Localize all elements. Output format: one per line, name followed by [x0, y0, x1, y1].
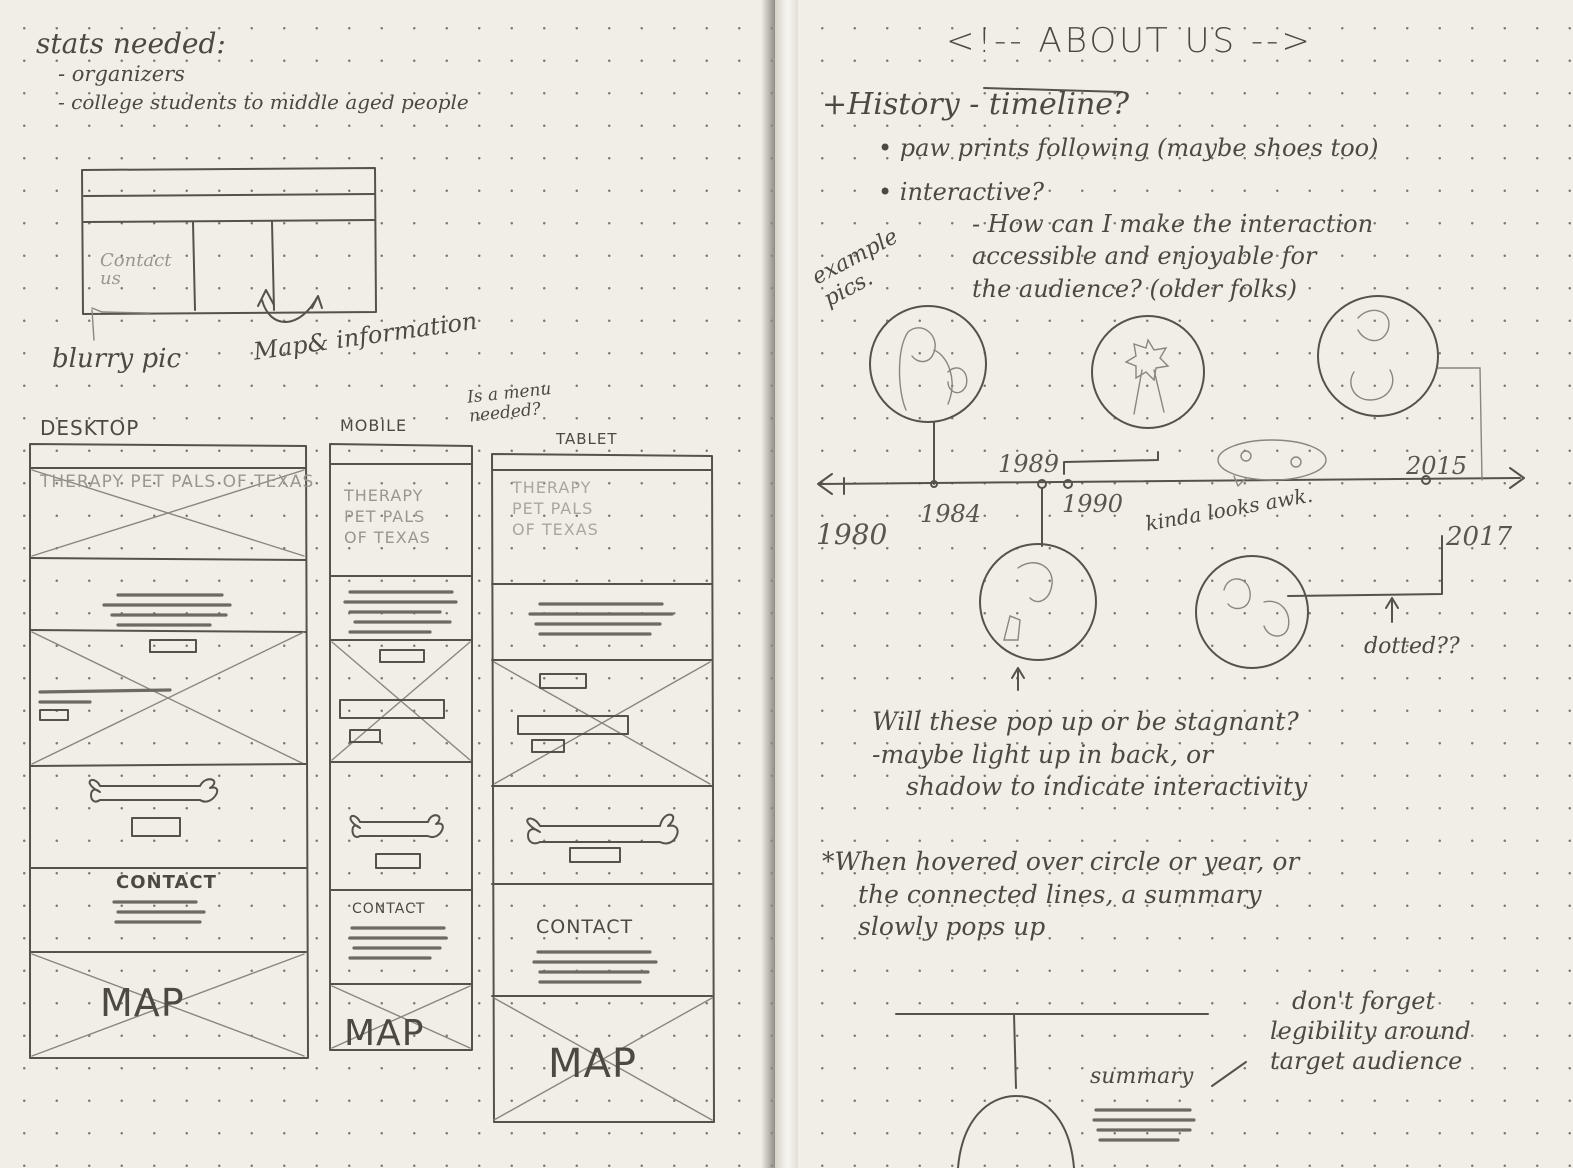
notebook-gutter — [775, 0, 798, 1168]
legibility-line-2: legibility around — [1270, 1017, 1471, 1045]
tablet-contact-label: CONTACT — [536, 916, 634, 938]
year-2015: 2015 — [1406, 452, 1468, 480]
interaction-question: - How can I make the interaction accessi… — [972, 208, 1373, 305]
year-1989: 1989 — [998, 450, 1060, 478]
mobile-map-label: MAP — [344, 1013, 425, 1054]
question-line-2: accessible and enjoyable for — [972, 242, 1317, 271]
dotted-note: dotted?? — [1364, 634, 1460, 659]
summary-label: summary — [1090, 1064, 1194, 1089]
question-line-1: - How can I make the interaction — [972, 210, 1374, 238]
stats-title: stats needed: — [36, 27, 226, 60]
bullet-paw-prints: • paw prints following (maybe shoes too) — [878, 134, 1379, 162]
device-wireframes-sketch — [29, 443, 715, 1123]
tablet-site-title: THERAPY PET PALS OF TEXAS — [512, 478, 599, 540]
popup-question: Will these pop up or be stagnant? -maybe… — [872, 706, 1307, 804]
tablet-label: TABLET — [556, 430, 618, 448]
legibility-line-1: don't forget — [1292, 987, 1436, 1015]
year-1980: 1980 — [816, 518, 888, 551]
tablet-map-label: MAP — [548, 1041, 637, 1087]
desktop-contact-label: CONTACT — [116, 872, 217, 893]
contact-wireframe-sketch — [81, 167, 377, 341]
mobile-label: MOBILE — [340, 416, 408, 435]
tablet-title-line-2: PET PALS — [512, 498, 594, 518]
legibility-note: don't forget legibility around target au… — [1270, 986, 1471, 1076]
popup-line-3: shadow to indicate interactivity — [906, 772, 1308, 801]
blurry-pic-label: blurry pic — [52, 344, 182, 374]
desktop-map-label: MAP — [100, 981, 185, 1025]
desktop-site-title: THERAPY PET PALS OF TEXAS — [40, 472, 315, 492]
stats-item-audience: - college students to middle aged people — [58, 90, 469, 114]
timeline-sketch — [817, 87, 1525, 1168]
year-2017: 2017 — [1446, 522, 1513, 552]
mobile-title-line-2: PET PALS — [344, 506, 426, 526]
popup-line-1: Will these pop up or be stagnant? — [872, 707, 1299, 736]
hover-line-3: slowly pops up — [858, 912, 1046, 941]
year-1990: 1990 — [1062, 490, 1124, 518]
left-notebook-page: stats needed: - organizers - college stu… — [0, 0, 776, 1168]
legibility-line-3: target audience — [1270, 1047, 1463, 1075]
tablet-title-line-3: OF TEXAS — [512, 519, 599, 539]
desktop-label: DESKTOP — [40, 416, 140, 440]
tablet-title-line-1: THERAPY — [512, 478, 592, 497]
hover-line-1: *When hovered over circle or year, or — [822, 847, 1300, 876]
question-line-3: the audience? (older folks) — [972, 274, 1297, 303]
hover-summary-note: *When hovered over circle or year, or th… — [822, 846, 1299, 944]
about-us-heading: <!-- ABOUT US --> — [946, 21, 1313, 61]
year-1984: 1984 — [920, 500, 982, 528]
stats-item-organizers: - organizers — [58, 62, 185, 86]
mobile-title-line-3: OF TEXAS — [344, 527, 431, 547]
popup-line-2: -maybe light up in back, or — [872, 739, 1214, 769]
contact-box-label: Contact us — [100, 250, 172, 289]
bullet-interactive: • interactive? — [878, 178, 1044, 206]
mobile-title-line-1: THERAPY — [344, 486, 424, 505]
right-notebook-page: <!-- ABOUT US --> +History - timeline? •… — [798, 0, 1573, 1168]
hover-line-2: the connected lines, a summary — [858, 879, 1262, 909]
mobile-site-title: THERAPY PET PALS OF TEXAS — [344, 486, 431, 548]
history-timeline: +History - timeline? — [822, 87, 1130, 122]
mobile-contact-label: CONTACT — [352, 901, 426, 917]
